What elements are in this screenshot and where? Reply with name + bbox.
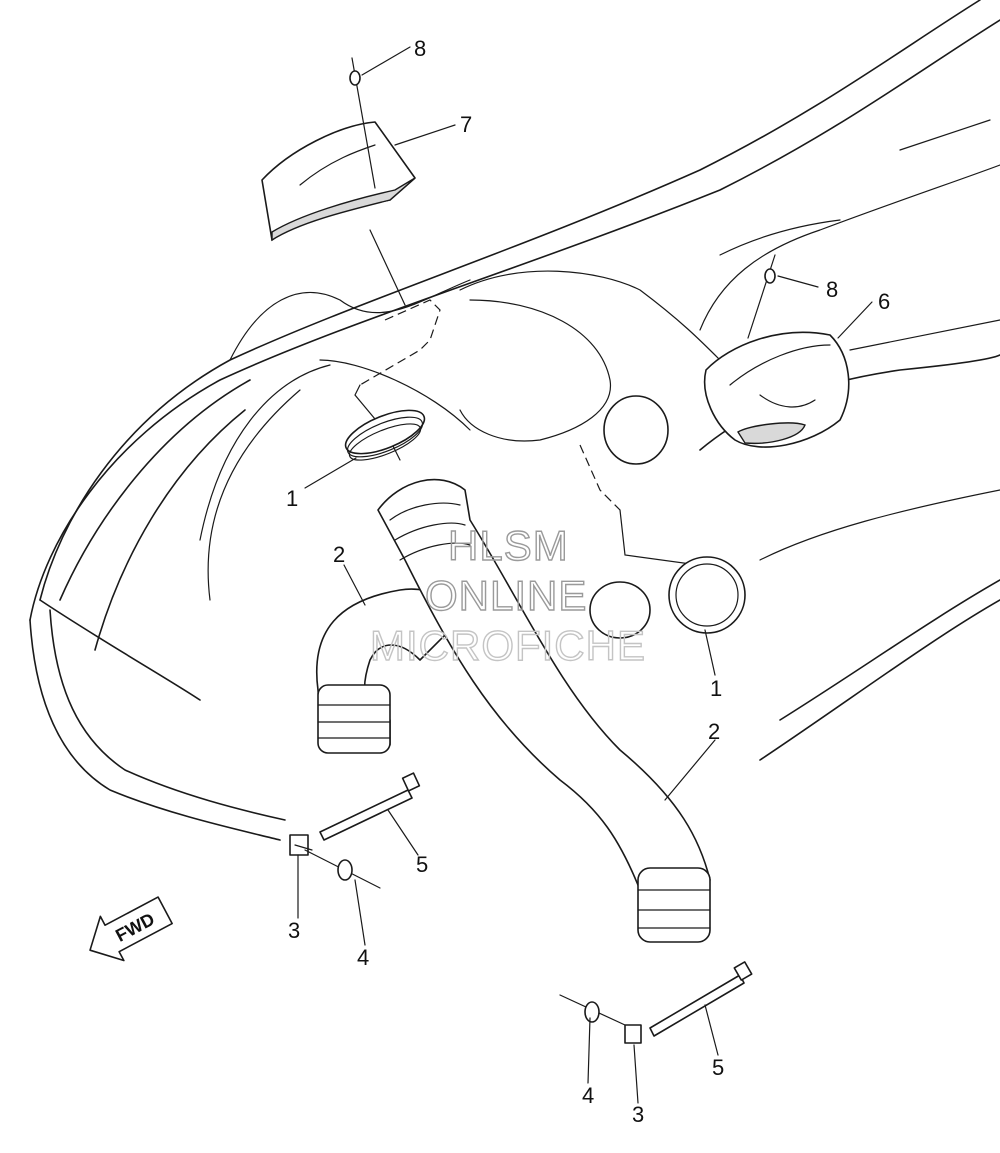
- rivet-part-8-side: [747, 254, 776, 339]
- duct-hose-part-2-left: [316, 588, 461, 754]
- callout-8-top: 8: [414, 36, 426, 61]
- cable-tie-part-5-right: [649, 961, 753, 1037]
- cover-part-6: [703, 331, 850, 448]
- rivet-part-4-right: [559, 994, 626, 1026]
- duct-hose-part-2-main: [377, 478, 711, 943]
- callout-1-top: 1: [286, 486, 298, 511]
- seal-part-1-top: [344, 409, 426, 461]
- callout-5-left: 5: [416, 852, 428, 877]
- cable-tie-part-5-left: [319, 772, 421, 841]
- callout-4-left: 4: [357, 945, 369, 970]
- rivet-part-4-left: [304, 849, 381, 889]
- watermark-line-2: ONLINE: [425, 572, 587, 619]
- callout-1-right: 1: [710, 676, 722, 701]
- guide-lines: [354, 229, 741, 591]
- callout-2-left: 2: [333, 542, 345, 567]
- watermark-line-1: HLSM: [448, 522, 569, 569]
- callout-7: 7: [460, 112, 472, 137]
- hull-outline: [29, 0, 1000, 841]
- round-ports: [589, 395, 746, 639]
- clip-part-3-right: [624, 1024, 642, 1044]
- rivet-part-8-top: [349, 57, 376, 189]
- callout-6: 6: [878, 289, 890, 314]
- callout-2-main: 2: [708, 719, 720, 744]
- clip-part-3-left: [289, 834, 313, 856]
- fwd-arrow: FWD: [89, 896, 173, 962]
- callout-leaders: [297, 46, 873, 1104]
- watermark: HLSM ONLINE MICROFICHE: [369, 521, 646, 669]
- callout-4-right: 4: [582, 1083, 594, 1108]
- callout-labels: 8 7 8 6 1 2 1 2 5 3 4 4 3 5: [286, 36, 890, 1127]
- callout-8-side: 8: [826, 277, 838, 302]
- watermark-line-3: MICROFICHE: [370, 622, 646, 669]
- cover-part-7: [261, 121, 416, 242]
- callout-5-right: 5: [712, 1055, 724, 1080]
- callout-3-left: 3: [288, 918, 300, 943]
- callout-3-right: 3: [632, 1102, 644, 1127]
